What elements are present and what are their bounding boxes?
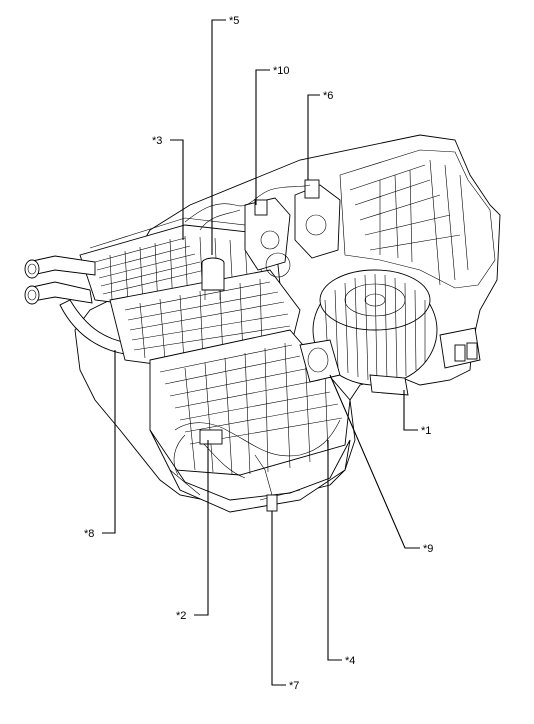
sensor-cylinder xyxy=(201,257,225,300)
callout-9: *9 xyxy=(423,543,433,555)
callout-labels: *5 *10 *6 *3 *1 *9 *8 *2 *4 *7 xyxy=(84,15,433,692)
blower-motor xyxy=(312,269,438,396)
leader-7 xyxy=(271,511,286,686)
servo-motor-upper-center xyxy=(244,197,291,278)
servo-motor-upper-right xyxy=(294,179,341,259)
leader-8 xyxy=(102,350,116,534)
callout-6: *6 xyxy=(323,90,333,102)
callout-3: *3 xyxy=(152,135,162,147)
leader-3 xyxy=(170,139,184,240)
right-connectors xyxy=(439,327,481,369)
leader-4 xyxy=(327,440,342,661)
bottom-tray xyxy=(149,419,351,513)
connector-lower-left xyxy=(173,429,223,476)
leader-lines xyxy=(102,19,420,686)
callout-1: *1 xyxy=(421,425,431,437)
callout-10: *10 xyxy=(273,65,290,77)
leader-5 xyxy=(211,19,226,255)
leader-6 xyxy=(307,94,320,180)
wire-harness-upper xyxy=(184,184,311,231)
leader-1 xyxy=(403,390,418,431)
heater-pipes xyxy=(24,255,159,360)
callout-5: *5 xyxy=(229,15,239,27)
leader-10 xyxy=(255,69,270,205)
leader-2 xyxy=(194,440,209,616)
control-module xyxy=(299,339,341,383)
callout-2: *2 xyxy=(176,610,186,622)
callout-7: *7 xyxy=(289,680,299,692)
callout-8: *8 xyxy=(84,528,94,540)
leader-9 xyxy=(329,374,420,549)
callout-4: *4 xyxy=(345,655,355,667)
